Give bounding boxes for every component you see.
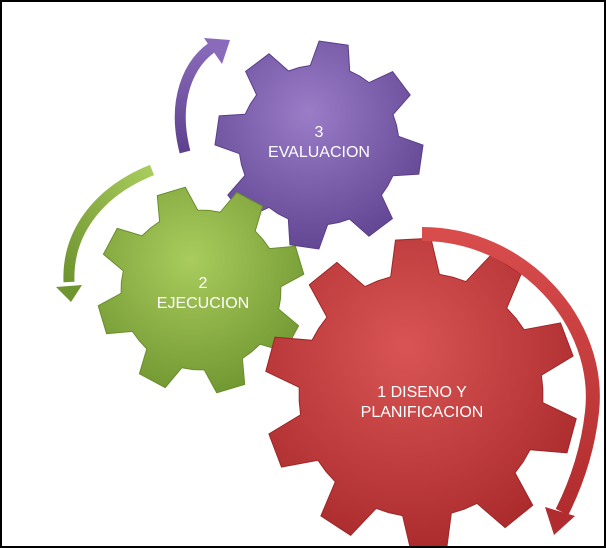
planning-gear-label: 1 DISENO Y PLANIFICACION (342, 383, 502, 423)
execution-gear-label: 2 EJECUCION (138, 274, 268, 314)
execution-gear (97, 186, 305, 394)
green-arrow (56, 164, 155, 302)
gear-red-shape (265, 237, 577, 546)
evaluation-gear-label: 3 EVALUACION (249, 123, 389, 163)
red-arrow (421, 227, 600, 535)
evaluation-gear-number: 3 (314, 124, 324, 141)
execution-gear-number: 2 (198, 275, 208, 292)
gear-purple-shape (214, 40, 424, 250)
gear-green-shape (97, 186, 305, 394)
evaluation-gear-title: EVALUACION (268, 144, 370, 161)
evaluation-gear (214, 40, 424, 250)
purple-arrow (174, 38, 230, 154)
planning-gear (265, 237, 577, 546)
planning-gear-line1: 1 DISENO Y (377, 384, 467, 401)
planning-gear-line2: PLANIFICACION (360, 404, 484, 421)
execution-gear-title: EJECUCION (156, 295, 250, 312)
